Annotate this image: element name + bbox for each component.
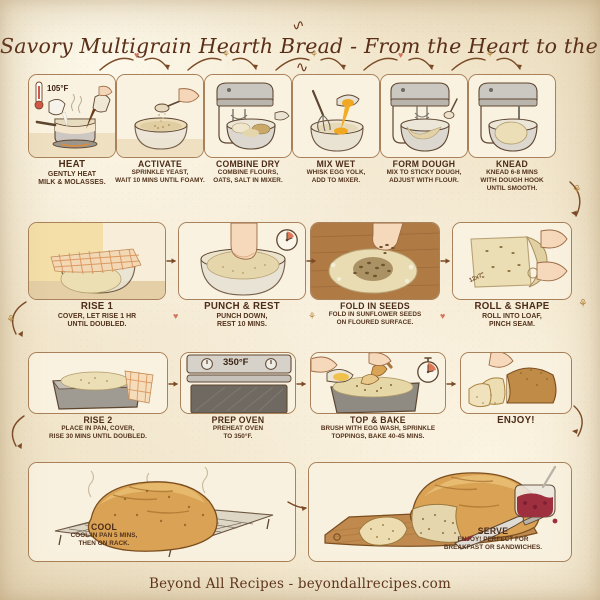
step-title-punch-rest: PUNCH & REST [204, 300, 280, 312]
step-panel-cool[interactable]: COOL COOL IN PAN 5 MINS, THEN ON RACK. [28, 462, 296, 562]
step-title-prep-oven: PREP OVEN [211, 414, 265, 425]
step-title-form-dough: FORM DOUGH [392, 158, 456, 169]
step-title-roll-shape: ROLL & SHAPE [474, 300, 550, 312]
step-panel-knead[interactable] [468, 74, 556, 158]
title-block: ∿Savory Multigrain Hearth Bread - From t… [0, 16, 600, 76]
step-panel-enjoy[interactable] [460, 352, 572, 414]
heart-ornament: ♥ [440, 311, 446, 321]
step-desc-knead: KNEAD 6-8 MINS WITH DOUGH HOOK UNTIL SMO… [480, 169, 544, 192]
step-caption-rise-2: RISE 2 PLACE IN PAN, COVER, RISE 30 MINS… [22, 414, 174, 441]
step-desc-roll-shape: ROLL INTO LOAF, PINCH SEAM. [482, 311, 542, 329]
step-panel-mix-wet[interactable] [292, 74, 380, 158]
step-title-rise-1: RISE 1 [80, 300, 114, 312]
loaf-pan-covered-icon [29, 353, 167, 413]
wheat-ornament: ⚘ [486, 49, 495, 59]
step-caption-punch-rest: PUNCH & REST PUNCH DOWN, REST 10 MINS. [176, 300, 308, 329]
step-desc-rise-1: COVER, LET RISE 1 HR UNTIL DOUBLED. [57, 311, 137, 329]
covered-bowl-rising-dough-icon [29, 223, 165, 299]
step-title-activate: ACTIVATE [137, 158, 183, 169]
step-caption-rise-1: RISE 1 COVER, LET RISE 1 HR UNTIL DOUBLE… [24, 300, 170, 329]
step-caption-cool: COOL COOL IN PAN 5 MINS, THEN ON RACK. [29, 521, 179, 548]
step-desc-combine-dry: COMBINE FLOURS, OATS, SALT IN MIXER. [213, 169, 283, 184]
step-panel-top-bake[interactable] [310, 352, 446, 414]
wheat-ornament: ⚘ [310, 49, 319, 59]
heart-ornament: ♥ [398, 50, 404, 60]
wheat-ornament: ⚘ [572, 184, 582, 196]
step-title-cool: COOL [90, 521, 118, 532]
step-title-combine-dry: COMBINE DRY [215, 158, 281, 169]
whisk-and-egg-yolk-icon [293, 75, 379, 157]
page-title: Savory Multigrain Hearth Bread - From th… [0, 34, 600, 59]
stand-mixer-beater-icon [381, 75, 467, 157]
step-panel-activate[interactable] [116, 74, 204, 158]
step-desc-top-bake: BRUSH WITH EGG WASH, SPRINKLE TOPPINGS, … [320, 425, 436, 440]
wheat-ornament: ⚘ [222, 49, 231, 59]
heart-ornament: ♥ [173, 311, 179, 321]
step-desc-fold-in-seeds: FOLD IN SUNFLOWER SEEDS ON FLOURED SURFA… [328, 311, 422, 326]
wheat-ornament: ⚘ [6, 314, 16, 326]
hand-sprinkling-seeds-icon [311, 223, 439, 299]
step-panel-combine-dry[interactable] [204, 74, 292, 158]
step-caption-fold-in-seeds: FOLD IN SEEDS FOLD IN SUNFLOWER SEEDS ON… [304, 300, 446, 327]
step-desc-activate: SPRINKLE YEAST, WAIT 10 MINS UNTIL FOAMY… [115, 169, 205, 184]
stopwatch-icon [417, 357, 439, 383]
oven-icon [181, 353, 295, 413]
step-caption-top-bake: TOP & BAKE BRUSH WITH EGG WASH, SPRINKLE… [302, 414, 454, 441]
stand-mixer-icon [205, 75, 291, 157]
heart-ornament: ♥ [134, 50, 140, 60]
step-panel-rise-2[interactable] [28, 352, 168, 414]
step-panel-prep-oven[interactable]: 350°F [180, 352, 296, 414]
pastry-brush-on-loaf-icon [311, 353, 445, 413]
stand-mixer-dough-hook-icon [469, 75, 555, 157]
wheat-ornament: ⚘ [308, 311, 317, 321]
step-panel-roll-shape[interactable]: 12x7" [452, 222, 572, 300]
loaf-on-cutting-board-with-jam-icon [309, 463, 571, 561]
mixing-bowl-with-spoon-icon [117, 75, 203, 157]
step-desc-rise-2: PLACE IN PAN, COVER, RISE 30 MINS UNTIL … [49, 425, 147, 440]
step-panel-serve[interactable]: SERVE ENJOY! PERFECT FOR BREAKFAST OR SA… [308, 462, 572, 562]
step-caption-serve: SERVE ENJOY! PERFECT FOR BREAKFAST OR SA… [413, 525, 571, 552]
step-title-rise-2: RISE 2 [83, 414, 113, 425]
step-desc-mix-wet: WHISK EGG YOLK, ADD TO MIXER. [306, 169, 366, 184]
step-panel-form-dough[interactable] [380, 74, 468, 158]
step-title-top-bake: TOP & BAKE [350, 414, 406, 425]
step-desc-serve: ENJOY! PERFECT FOR BREAKFAST OR SANDWICH… [443, 536, 543, 551]
step-title-enjoy: ENJOY! [497, 414, 535, 426]
step-caption-mix-wet: MIX WET WHISK EGG YOLK, ADD TO MIXER. [286, 158, 386, 185]
step-caption-prep-oven: PREP OVEN PREHEAT OVEN TO 350°F. [178, 414, 298, 441]
sliced-loaf-icon [461, 353, 571, 413]
footer-credit: Beyond All Recipes - beyondallrecipes.co… [149, 576, 451, 592]
step-title-fold-in-seeds: FOLD IN SEEDS [340, 300, 410, 311]
temperature-badge-oven: 350°F [223, 357, 249, 368]
step-desc-prep-oven: PREHEAT OVEN TO 350°F. [212, 425, 264, 440]
step-caption-combine-dry: COMBINE DRY COMBINE FLOURS, OATS, SALT I… [196, 158, 300, 185]
wheat-ornament: ⚘ [578, 298, 588, 310]
step-caption-knead: KNEAD KNEAD 6-8 MINS WITH DOUGH HOOK UNT… [462, 158, 562, 192]
step-panel-rise-1[interactable] [28, 222, 166, 300]
step-caption-enjoy: ENJOY! [458, 414, 574, 426]
temperature-badge-heat: 105°F [47, 84, 69, 93]
step-panel-punch-rest[interactable] [178, 222, 306, 300]
hands-rolling-dough-icon [453, 223, 571, 299]
step-panel-fold-in-seeds[interactable] [310, 222, 440, 300]
step-title-knead: KNEAD [495, 158, 529, 169]
step-panel-heat[interactable]: 105°F [28, 74, 116, 158]
step-title-heat: HEAT [58, 158, 86, 170]
step-desc-punch-rest: PUNCH DOWN, REST 10 MINS. [216, 311, 268, 329]
loaf-on-cooling-rack-icon [29, 463, 295, 561]
step-desc-form-dough: MIX TO STICKY DOUGH, ADJUST WITH FLOUR. [386, 169, 462, 184]
step-caption-activate: ACTIVATE SPRINKLE YEAST, WAIT 10 MINS UN… [106, 158, 214, 185]
saucepan-on-stove-icon [29, 75, 115, 157]
step-title-serve: SERVE [477, 525, 509, 536]
step-title-mix-wet: MIX WET [316, 158, 356, 169]
step-caption-form-dough: FORM DOUGH MIX TO STICKY DOUGH, ADJUST W… [372, 158, 476, 185]
step-desc-cool: COOL IN PAN 5 MINS, THEN ON RACK. [70, 532, 138, 547]
title-flourish-left: ∿ [291, 16, 305, 34]
step-caption-roll-shape: ROLL & SHAPE ROLL INTO LOAF, PINCH SEAM. [448, 300, 576, 329]
step-caption-heat: HEAT GENTLY HEAT MILK & MOLASSES. [20, 158, 124, 187]
step-desc-heat: GENTLY HEAT MILK & MOLASSES. [38, 169, 106, 187]
clock-icon [276, 229, 298, 251]
